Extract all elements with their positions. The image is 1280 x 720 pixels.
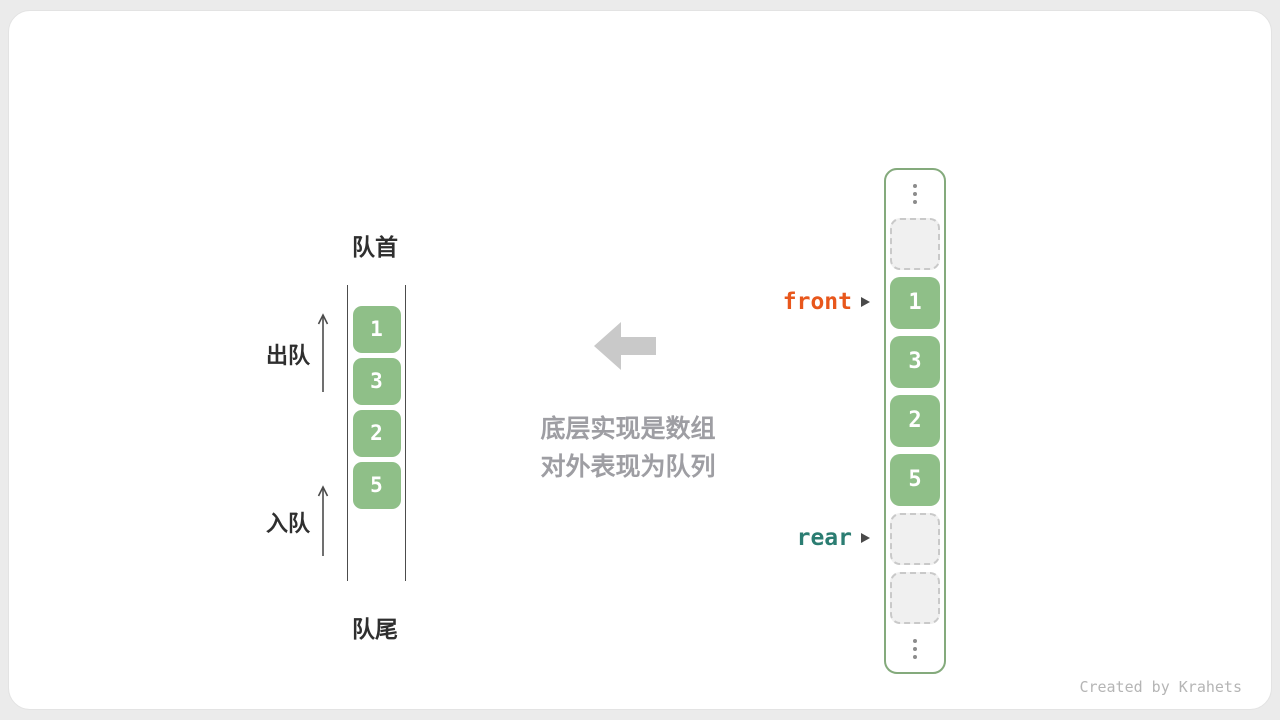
rear-pointer-label: rear (796, 525, 852, 551)
front-pointer-label: front (782, 289, 852, 315)
queue-item: 5 (352, 462, 401, 509)
array-cell-value: 1 (890, 277, 940, 329)
queue-channel: 1 3 2 5 (347, 285, 406, 581)
dequeue-up-arrow-icon (317, 313, 329, 392)
diagram-card (8, 10, 1272, 710)
queue-item: 2 (352, 410, 401, 457)
caption-line-2: 对外表现为队列 (540, 453, 716, 481)
caption-line-1: 底层实现是数组 (540, 415, 716, 443)
queue-item: 3 (352, 358, 401, 405)
array-container: 1 3 2 5 (884, 168, 946, 674)
ellipsis-top-icon (913, 176, 917, 211)
enqueue-up-arrow-icon (317, 485, 329, 556)
array-cell-value: 5 (890, 454, 940, 506)
queue-item: 1 (352, 306, 401, 353)
rear-pointer: rear (740, 512, 870, 564)
array-cell-empty (890, 218, 940, 270)
array-cell-empty (890, 572, 940, 624)
caption: 底层实现是数组 对外表现为队列 (468, 410, 788, 486)
left-block-arrow-icon (594, 322, 656, 370)
queue-rear-label: 队尾 (352, 616, 398, 642)
pointer-arrow-icon (861, 533, 870, 543)
array-cell-value: 3 (890, 336, 940, 388)
enqueue-label: 入队 (265, 511, 310, 536)
array-cell-empty (890, 513, 940, 565)
ellipsis-bottom-icon (913, 631, 917, 666)
array-cell-value: 2 (890, 395, 940, 447)
queue-front-label: 队首 (352, 234, 398, 260)
front-pointer: front (740, 276, 870, 328)
dequeue-label: 出队 (265, 343, 310, 368)
pointer-arrow-icon (861, 297, 870, 307)
credit-text: Created by Krahets (1079, 678, 1242, 696)
